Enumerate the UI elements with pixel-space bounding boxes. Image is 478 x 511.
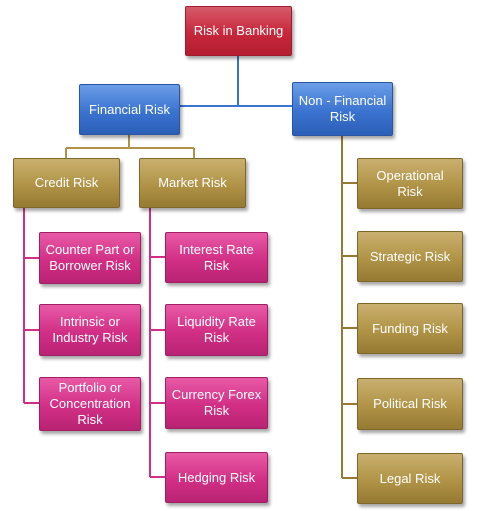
node-label: Risk in Banking	[193, 23, 284, 38]
node-label: Political Risk	[373, 396, 447, 411]
node-interest-rate-risk: Interest Rate Risk	[165, 232, 268, 283]
node-strategic-risk: Strategic Risk	[357, 231, 463, 282]
node-label: Currency Forex Risk	[171, 387, 262, 418]
node-label: Legal Risk	[379, 470, 441, 486]
node-hedging-risk: Hedging Risk	[165, 452, 268, 503]
node-counter-part-borrower-risk: Counter Part or Borrower Risk	[39, 232, 141, 284]
node-label: Strategic Risk	[369, 248, 451, 264]
node-label: Hedging Risk	[177, 469, 256, 485]
node-operational-risk: Operational Risk	[357, 158, 463, 209]
node-currency-forex-risk: Currency Forex Risk	[165, 377, 268, 429]
node-label: Counter Part or Borrower Risk	[45, 242, 135, 273]
non-financial-connectors	[341, 136, 357, 479]
node-label: Market Risk	[158, 175, 227, 190]
node-political-risk: Political Risk	[357, 378, 463, 430]
node-label: Intrinsic or Industry Risk	[52, 314, 128, 345]
node-label: Operational Risk	[376, 167, 444, 199]
root-connectors	[180, 56, 292, 107]
node-credit-risk: Credit Risk	[13, 158, 120, 208]
node-non-financial-risk: Non - Financial Risk	[292, 82, 393, 136]
node-label: Credit Risk	[34, 175, 99, 190]
financial-connectors	[65, 135, 195, 158]
node-label: Liquidity Rate Risk	[177, 314, 256, 345]
credit-connectors	[23, 208, 39, 404]
node-funding-risk: Funding Risk	[357, 303, 463, 354]
node-liquidity-rate-risk: Liquidity Rate Risk	[165, 304, 268, 356]
node-risk-in-banking: Risk in Banking	[185, 6, 292, 56]
node-portfolio-concentration-risk: Portfolio or Concentration Risk	[39, 377, 141, 431]
node-legal-risk: Legal Risk	[357, 453, 463, 504]
node-intrinsic-industry-risk: Intrinsic or Industry Risk	[39, 304, 141, 356]
node-label: Non - Financial Risk	[298, 93, 387, 124]
node-label: Financial Risk	[89, 101, 170, 117]
node-label: Portfolio or Concentration Risk	[49, 380, 131, 427]
node-label: Funding Risk	[372, 320, 448, 336]
node-market-risk: Market Risk	[139, 158, 246, 208]
node-label: Interest Rate Risk	[179, 241, 254, 273]
market-connectors	[149, 208, 165, 478]
node-financial-risk: Financial Risk	[79, 84, 180, 135]
